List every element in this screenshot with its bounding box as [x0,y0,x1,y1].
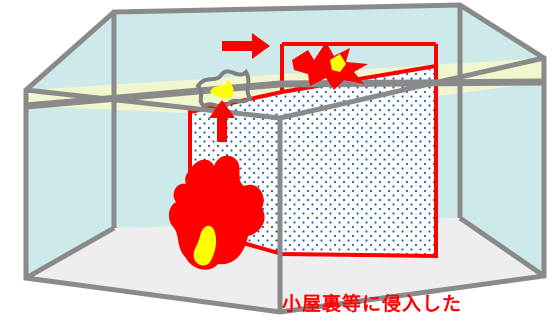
left-wall [26,12,114,278]
frame-edge [25,87,281,121]
frame-edge [458,215,546,279]
room-fire [168,155,265,270]
frame-edge [279,55,545,121]
caption-text: 小屋裏等に侵入した [282,293,463,315]
smoke-through-ceiling [195,68,253,109]
attic-fire-core [330,54,346,72]
frame-edge [24,225,116,281]
flame-through-ceiling [210,80,234,99]
upward-arrow-icon [209,100,235,142]
attic-fire-burst [292,42,368,90]
room-fire-core [193,225,217,266]
rightward-arrow-icon [222,33,270,59]
room-frame [23,2,547,315]
